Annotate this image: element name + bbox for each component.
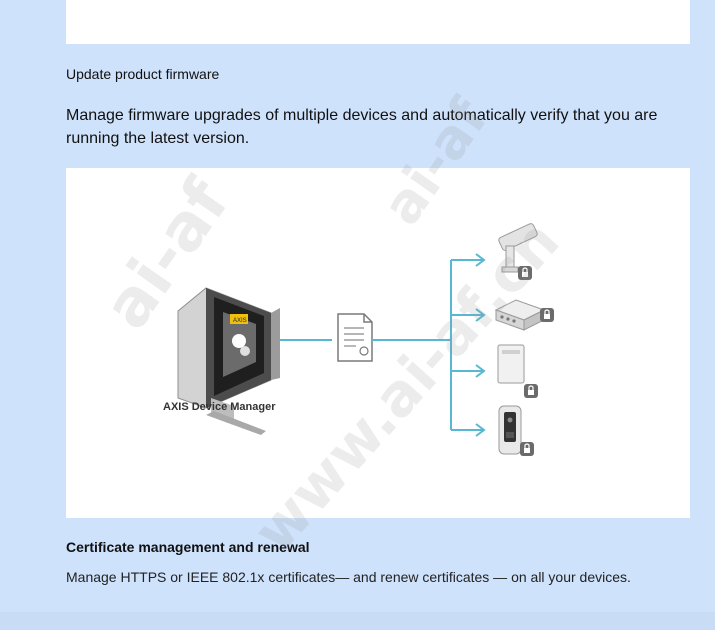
software-caption: AXIS Device Manager: [163, 401, 276, 413]
bottom-band: [0, 612, 715, 630]
access-control-icon: [497, 344, 525, 384]
door-station-icon: [498, 405, 522, 455]
certificate-description: Manage HTTPS or IEEE 802.1x certificates…: [66, 569, 631, 585]
lock-icon: [524, 384, 538, 398]
lock-icon: [518, 266, 532, 280]
firmware-diagram: AXIS AXIS Device Manager: [66, 168, 690, 518]
intro-paragraph: Manage firmware upgrades of multiple dev…: [66, 107, 658, 147]
bullet-camera-icon: [498, 223, 538, 273]
lock-icon: [520, 442, 534, 456]
certificate-document-icon: [337, 313, 373, 362]
monitor-logo: AXIS: [233, 318, 247, 324]
lock-icon: [540, 308, 554, 322]
section-label: Update product firmware: [66, 66, 220, 82]
certificate-heading: Certificate management and renewal: [66, 539, 310, 555]
branch-arrows: [451, 253, 486, 437]
encoder-icon: [494, 299, 546, 331]
top-content-panel: [66, 0, 690, 44]
monitor-icon: AXIS: [177, 287, 280, 435]
